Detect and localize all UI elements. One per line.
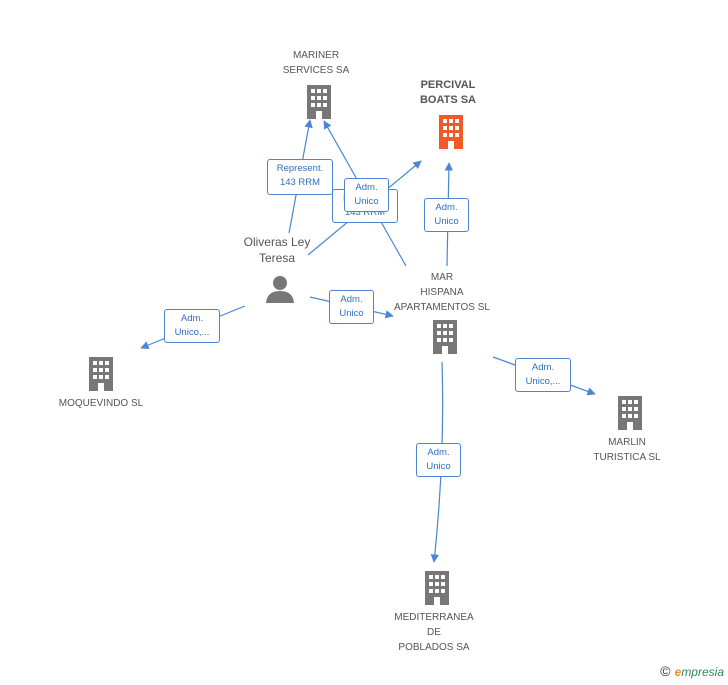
brand-name-rest: mpresia <box>681 665 724 679</box>
edge-label-adm-unico-marlin[interactable]: Adm. Unico,... <box>515 358 571 392</box>
company-name-line: APARTAMENTOS SL <box>394 302 490 313</box>
brand-first-letter: e <box>674 665 682 679</box>
building-icon[interactable] <box>86 357 116 391</box>
edge-label-line: Unico <box>434 216 459 227</box>
edge-label-line: Adm. <box>531 362 555 373</box>
edge-label-line: Adm. <box>435 202 458 213</box>
copyright-icon: © <box>660 663 671 679</box>
building-icon[interactable] <box>436 115 466 149</box>
company-name-line: MOQUEVINDO SL <box>58 398 144 409</box>
brand-logo: ©empresia <box>660 663 724 679</box>
company-name-line: MARINER <box>292 50 340 61</box>
edge-label-line: Unico <box>339 308 364 319</box>
building-icon[interactable] <box>430 320 460 354</box>
edge-label-line: Adm. <box>427 447 450 458</box>
edge-label-adm-unico-percival[interactable]: Adm. Unico <box>424 198 469 232</box>
company-name-line: MARLIN <box>608 437 646 448</box>
company-name-line: DE <box>427 627 441 638</box>
edge-label-represent[interactable]: Represent. 143 RRM <box>267 159 333 195</box>
company-name-line: MEDITERRANEA <box>394 612 474 623</box>
edge-label-line: Adm. <box>180 313 204 324</box>
company-node-mariner[interactable]: MARINER SERVICES SA <box>266 48 366 78</box>
company-name-line: TURISTICA SL <box>593 452 661 463</box>
person-name-line: Teresa <box>258 251 296 265</box>
building-icon[interactable] <box>615 396 645 430</box>
edge-label-line: Unico,... <box>525 376 561 387</box>
company-name-line: MAR <box>430 272 454 283</box>
person-name-line: Oliveras Ley <box>243 235 311 249</box>
edge-label-line: Represent. <box>276 163 324 174</box>
company-name-line: BOATS SA <box>419 94 477 106</box>
company-name-line: POBLADOS SA <box>398 642 470 653</box>
edge-label-line: Adm. <box>340 294 363 305</box>
edge-label-adm-unico-mariner[interactable]: Adm. Unico <box>344 178 389 212</box>
building-icon[interactable] <box>304 85 334 119</box>
edge-label-line: 143 RRM <box>344 207 386 218</box>
company-node-marhispana[interactable]: MAR HISPANA APARTAMENTOS SL <box>382 270 502 315</box>
person-icon[interactable] <box>265 275 295 303</box>
edge-label-line: Adm. <box>355 182 378 193</box>
edge-label-adm-unico-mediterranea[interactable]: Adm. Unico <box>416 443 461 477</box>
company-node-marlin[interactable]: MARLIN TURISTICA SL <box>577 435 677 465</box>
edge-label-line: Unico,... <box>174 327 210 338</box>
company-node-mediterranea[interactable]: MEDITERRANEA DE POBLADOS SA <box>384 610 484 655</box>
edge-label-line: 143 RRM <box>279 177 321 188</box>
company-node-percival[interactable]: PERCIVAL BOATS SA <box>398 78 498 108</box>
company-name-line: SERVICES SA <box>282 65 350 76</box>
edge-label-line: Unico <box>354 196 379 207</box>
person-node[interactable]: Oliveras Ley Teresa <box>227 234 327 266</box>
company-name-line: HISPANA <box>420 287 464 298</box>
edge-label-adm-unico-moquevindo[interactable]: Adm. Unico,... <box>164 309 220 343</box>
edge-label-line: Unico <box>426 461 451 472</box>
company-node-moquevindo[interactable]: MOQUEVINDO SL <box>46 396 156 411</box>
company-name-line: PERCIVAL <box>420 79 476 91</box>
edge-label-adm-unico-marhispana[interactable]: Adm. Unico <box>329 290 374 324</box>
building-icon[interactable] <box>422 571 452 605</box>
